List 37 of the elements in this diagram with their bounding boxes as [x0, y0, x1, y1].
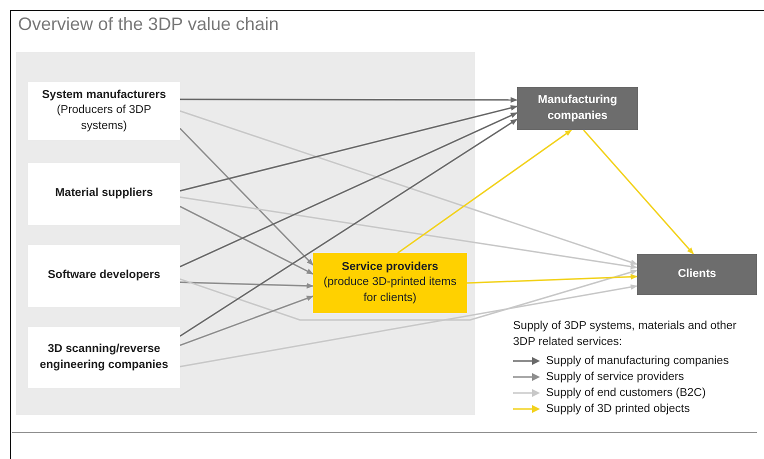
legend-heading: Supply of 3DP systems, materials and other 3DP related services: — [513, 319, 738, 350]
target-box — [517, 87, 638, 130]
diagram-title: Overview of the 3DP value chain — [18, 14, 279, 35]
arrow — [466, 274, 638, 284]
arrow — [582, 130, 694, 255]
arrow — [397, 129, 572, 254]
actor-box — [28, 327, 180, 388]
node-title: Service providers — [342, 260, 438, 275]
arrow — [180, 112, 518, 268]
arrow — [180, 196, 638, 270]
arrow — [180, 281, 314, 289]
node-subtitle: (Producers of 3DP systems) — [56, 103, 152, 134]
target-box — [637, 254, 757, 295]
arrow — [180, 296, 314, 346]
legend-label: Supply of manufacturing companies — [546, 355, 729, 367]
node-title: Software developers — [48, 268, 160, 284]
arrow — [179, 128, 314, 266]
process-box — [313, 253, 467, 313]
legend-label: Supply of 3D printed objects — [546, 403, 690, 415]
arrow — [180, 118, 518, 337]
legend-label: Supply of service providers — [546, 371, 684, 383]
arrow — [180, 97, 518, 103]
arrow — [180, 270, 638, 321]
arrow — [180, 110, 638, 265]
legend-label: Supply of end customers (B2C) — [546, 387, 706, 399]
arrow — [180, 105, 518, 192]
actor-box — [28, 163, 180, 225]
node-subtitle: (produce 3D-printed items for clients) — [322, 275, 458, 306]
node-title: System manufacturers — [42, 88, 166, 103]
actor-box — [28, 245, 180, 307]
node-title: Material suppliers — [55, 186, 153, 202]
arrow — [180, 284, 638, 368]
arrow — [180, 206, 314, 275]
node-title: Clients — [678, 266, 716, 282]
actor-box — [28, 82, 180, 140]
node-title: 3D scanning/reverse engineering companies — [38, 342, 170, 372]
node-title: Manufacturing companies — [536, 92, 618, 124]
